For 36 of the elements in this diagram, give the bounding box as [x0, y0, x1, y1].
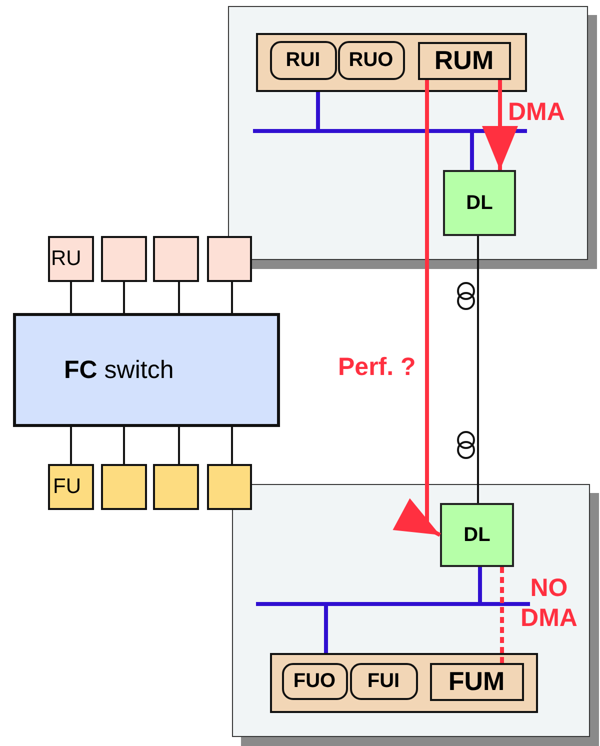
bus-connector — [324, 567, 482, 653]
link-box: DL — [443, 170, 516, 236]
module-group — [256, 33, 527, 92]
module-box: FUO — [282, 662, 348, 700]
memory-box: RUM — [418, 42, 510, 80]
link-line — [231, 282, 233, 313]
unit-box: FU — [48, 464, 94, 510]
dotted-line — [500, 567, 504, 663]
link-line — [231, 427, 233, 464]
memory-box: FUM — [430, 662, 524, 700]
module-box: RUI — [270, 40, 336, 80]
switch-box: FC switch — [13, 313, 280, 427]
link-line — [477, 236, 479, 503]
edge-label: NO DMA — [520, 573, 578, 633]
link-line — [123, 427, 125, 464]
edge-label: Perf. ? — [338, 352, 416, 382]
link-line — [123, 282, 125, 313]
link-line — [70, 282, 72, 313]
unit-box — [207, 464, 252, 510]
unit-box — [101, 236, 147, 282]
edge-label: DMA — [508, 97, 565, 127]
unit-box — [207, 236, 252, 282]
arrow — [482, 80, 518, 170]
unit-box — [153, 464, 199, 510]
arrow — [392, 80, 441, 537]
bus-connector — [316, 92, 474, 170]
module-group — [270, 653, 538, 713]
unit-box — [153, 236, 199, 282]
module-box: RUO — [338, 40, 404, 80]
link-line — [178, 282, 180, 313]
link-line — [70, 427, 72, 464]
link-line — [178, 427, 180, 464]
module-box: FUI — [350, 662, 418, 700]
link-box: DL — [440, 503, 514, 567]
unit-box — [101, 464, 147, 510]
unit-box: RU — [48, 236, 94, 282]
